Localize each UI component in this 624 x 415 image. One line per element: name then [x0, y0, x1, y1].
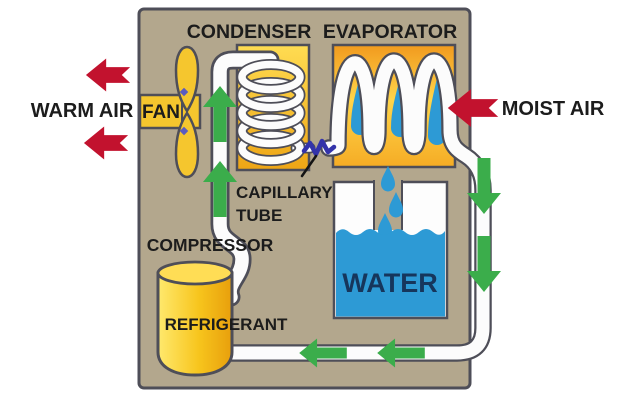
compressor-riser-tube: [210, 50, 280, 307]
water-drop-icon: [378, 213, 392, 239]
water-drop-icon: [381, 166, 395, 192]
water-drop-icon: [389, 192, 403, 218]
evaporator-label: EVAPORATOR: [323, 21, 457, 43]
fan-hub-accent: [179, 126, 189, 136]
condenser-label: CONDENSER: [187, 21, 312, 43]
evaporator-coil-and-return-duct: [215, 52, 492, 362]
compressor-cylinder: [156, 260, 234, 377]
water-label: WATER: [342, 268, 438, 298]
water-tank: WATER: [332, 166, 449, 320]
fan-blade-icon: [174, 45, 200, 114]
fan: FAN: [138, 45, 202, 179]
fan-blade-icon: [174, 110, 200, 179]
warm-air-label: WARM AIR: [31, 100, 134, 122]
capillary-label-line2: TUBE: [236, 206, 282, 225]
capillary-pointer-line: [300, 154, 318, 178]
green-down-arrow-icon: [467, 236, 501, 292]
refrigerant-label: REFRIGERANT: [165, 315, 288, 334]
capillary-tube-icon: [301, 138, 337, 157]
moist-air-label: MOIST AIR: [502, 98, 605, 120]
warm-air-arrow-icon: [85, 58, 131, 92]
capillary-label-line1: CAPILLARY: [236, 183, 333, 202]
fan-label: FAN: [142, 102, 180, 123]
water-surface: [336, 229, 445, 317]
compressor-label: COMPRESSOR: [147, 235, 274, 255]
fan-hub-accent: [179, 87, 189, 97]
warm-air-arrow-icon: [83, 126, 129, 160]
